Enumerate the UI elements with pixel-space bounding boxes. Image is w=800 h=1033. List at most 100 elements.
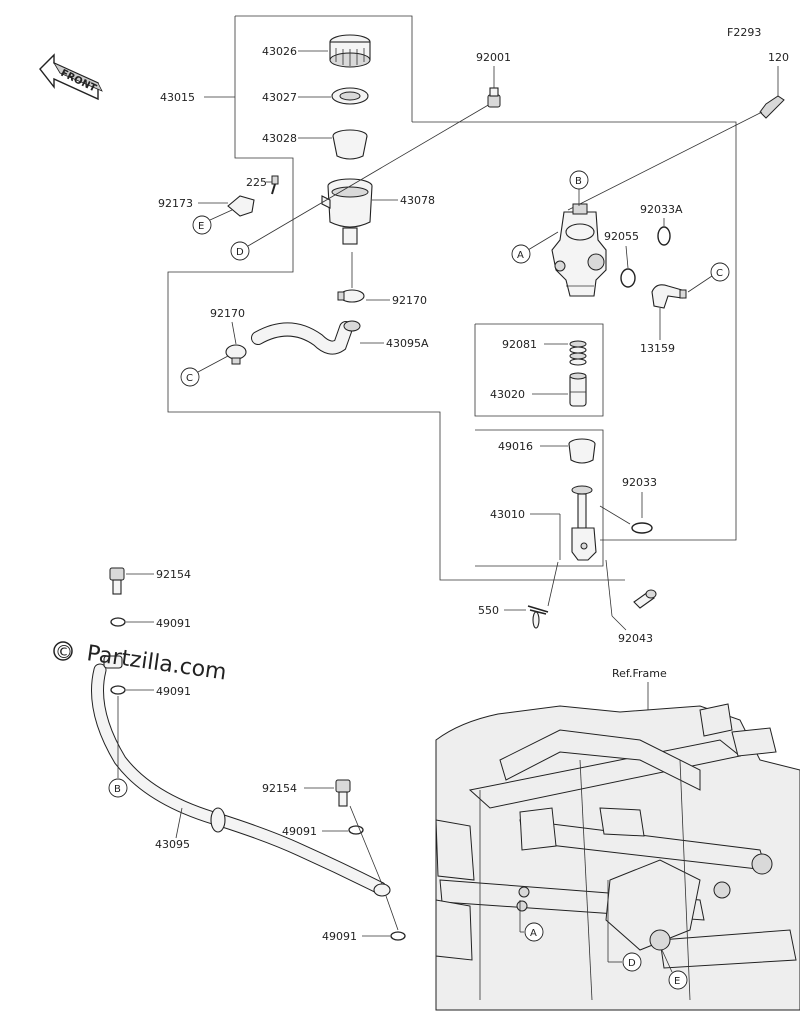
svg-text:C: C <box>716 268 723 279</box>
callout-e-bottom: E <box>661 949 688 990</box>
label-49091-bottom2: 49091 <box>322 930 390 943</box>
label-43010: 43010 <box>490 508 561 560</box>
hose-43095a <box>251 320 361 355</box>
svg-text:92170: 92170 <box>392 294 427 307</box>
svg-text:92170: 92170 <box>210 307 245 320</box>
washer-49091-mid <box>110 685 126 695</box>
svg-text:92033: 92033 <box>622 476 657 489</box>
push-rod-43010 <box>571 485 597 561</box>
label-92001: 92001 <box>476 51 511 88</box>
svg-text:©: © <box>55 642 73 663</box>
clamp-92170-left <box>225 344 247 365</box>
label-92173: 92173 <box>158 197 228 210</box>
label-120: 120 <box>768 51 789 96</box>
washer-49091-bottom1 <box>348 805 383 885</box>
callout-c-right: C <box>687 262 730 293</box>
label-92081: 92081 <box>502 338 568 351</box>
reservoir-cap-43026 <box>329 34 371 68</box>
svg-text:92001: 92001 <box>476 51 511 64</box>
circlip-92033 <box>599 505 653 534</box>
label-43026: 43026 <box>262 45 328 58</box>
svg-text:92043: 92043 <box>618 632 653 645</box>
spring-92081 <box>569 340 587 366</box>
svg-text:550: 550 <box>478 604 499 617</box>
svg-text:Ref.Frame: Ref.Frame <box>612 667 667 680</box>
svg-text:43020: 43020 <box>490 388 525 401</box>
svg-text:49091: 49091 <box>322 930 357 943</box>
label-49016: 49016 <box>498 440 568 453</box>
svg-text:120: 120 <box>768 51 789 64</box>
svg-text:49091: 49091 <box>156 617 191 630</box>
banjo-bolt-92154-bottom <box>335 779 351 807</box>
svg-text:43095: 43095 <box>155 838 190 851</box>
clamp-92170-top <box>337 289 365 303</box>
vehicle-frame-illustration <box>435 703 800 1011</box>
svg-text:A: A <box>517 250 524 261</box>
bracket-92173 <box>227 195 255 217</box>
callout-d-top: D <box>230 103 491 261</box>
assembly-outline <box>167 15 737 581</box>
brake-hose-43095 <box>91 655 391 897</box>
svg-text:49016: 49016 <box>498 440 533 453</box>
svg-text:92033A: 92033A <box>640 203 683 216</box>
oring-92055 <box>620 268 636 288</box>
cotter-pin-550 <box>527 561 559 629</box>
washer-49091-bottom2 <box>385 895 406 941</box>
washer-49091-top <box>110 617 126 627</box>
svg-text:Partzilla.com: Partzilla.com <box>85 641 228 685</box>
svg-text:43028: 43028 <box>262 132 297 145</box>
svg-text:43078: 43078 <box>400 194 435 207</box>
piston-43020 <box>569 372 587 407</box>
reservoir-tank-43078 <box>321 178 373 245</box>
watermark: © Partzilla.com <box>53 641 228 686</box>
svg-text:43010: 43010 <box>490 508 525 521</box>
label-43020: 43020 <box>490 388 568 401</box>
svg-text:43026: 43026 <box>262 45 297 58</box>
label-92170-top: 92170 <box>351 252 427 307</box>
svg-text:13159: 13159 <box>640 342 675 355</box>
label-49091-bottom1: 49091 <box>282 825 348 838</box>
callout-b-top: B <box>569 170 589 206</box>
svg-text:225: 225 <box>246 176 267 189</box>
bolt-225 <box>271 175 279 195</box>
banjo-bolt-92154-top <box>109 567 125 595</box>
svg-text:43027: 43027 <box>262 91 297 104</box>
svg-text:D: D <box>628 958 636 969</box>
label-550: 550 <box>478 604 526 617</box>
label-92055: 92055 <box>604 230 639 269</box>
label-43015: 43015 <box>160 91 235 104</box>
svg-text:92081: 92081 <box>502 338 537 351</box>
label-92170-left: 92170 <box>210 307 245 345</box>
callout-b-bottom: B <box>108 696 128 798</box>
callout-d-bottom: D <box>607 880 642 972</box>
svg-text:92154: 92154 <box>262 782 297 795</box>
callout-a-top: A <box>511 231 559 264</box>
svg-text:D: D <box>236 247 244 258</box>
circlip-92033a <box>657 226 671 246</box>
label-92033a: 92033A <box>640 203 683 226</box>
pin-92043 <box>605 559 657 617</box>
label-43028: 43028 <box>262 132 332 145</box>
label-49091-mid: 49091 <box>126 685 191 698</box>
bolt-120 <box>567 95 785 211</box>
callout-e-top: E <box>192 209 233 235</box>
label-92154-bottom: 92154 <box>262 782 334 795</box>
label-92043: 92043 <box>611 615 653 645</box>
svg-text:E: E <box>674 976 680 987</box>
svg-text:C: C <box>186 373 193 384</box>
label-43095a: 43095A <box>360 337 429 350</box>
master-cylinder-body <box>551 203 607 297</box>
label-43095: 43095 <box>155 807 190 851</box>
label-92154-top: 92154 <box>126 568 191 581</box>
svg-text:49091: 49091 <box>156 685 191 698</box>
svg-text:B: B <box>114 784 121 795</box>
label-13159: 13159 <box>640 308 675 355</box>
svg-text:E: E <box>198 221 204 232</box>
hose-fitting-13159 <box>651 284 687 309</box>
label-92033: 92033 <box>622 476 657 518</box>
svg-text:43095A: 43095A <box>386 337 429 350</box>
svg-text:A: A <box>530 928 537 939</box>
front-arrow-icon: FRONT <box>39 53 103 101</box>
svg-text:49091: 49091 <box>282 825 317 838</box>
